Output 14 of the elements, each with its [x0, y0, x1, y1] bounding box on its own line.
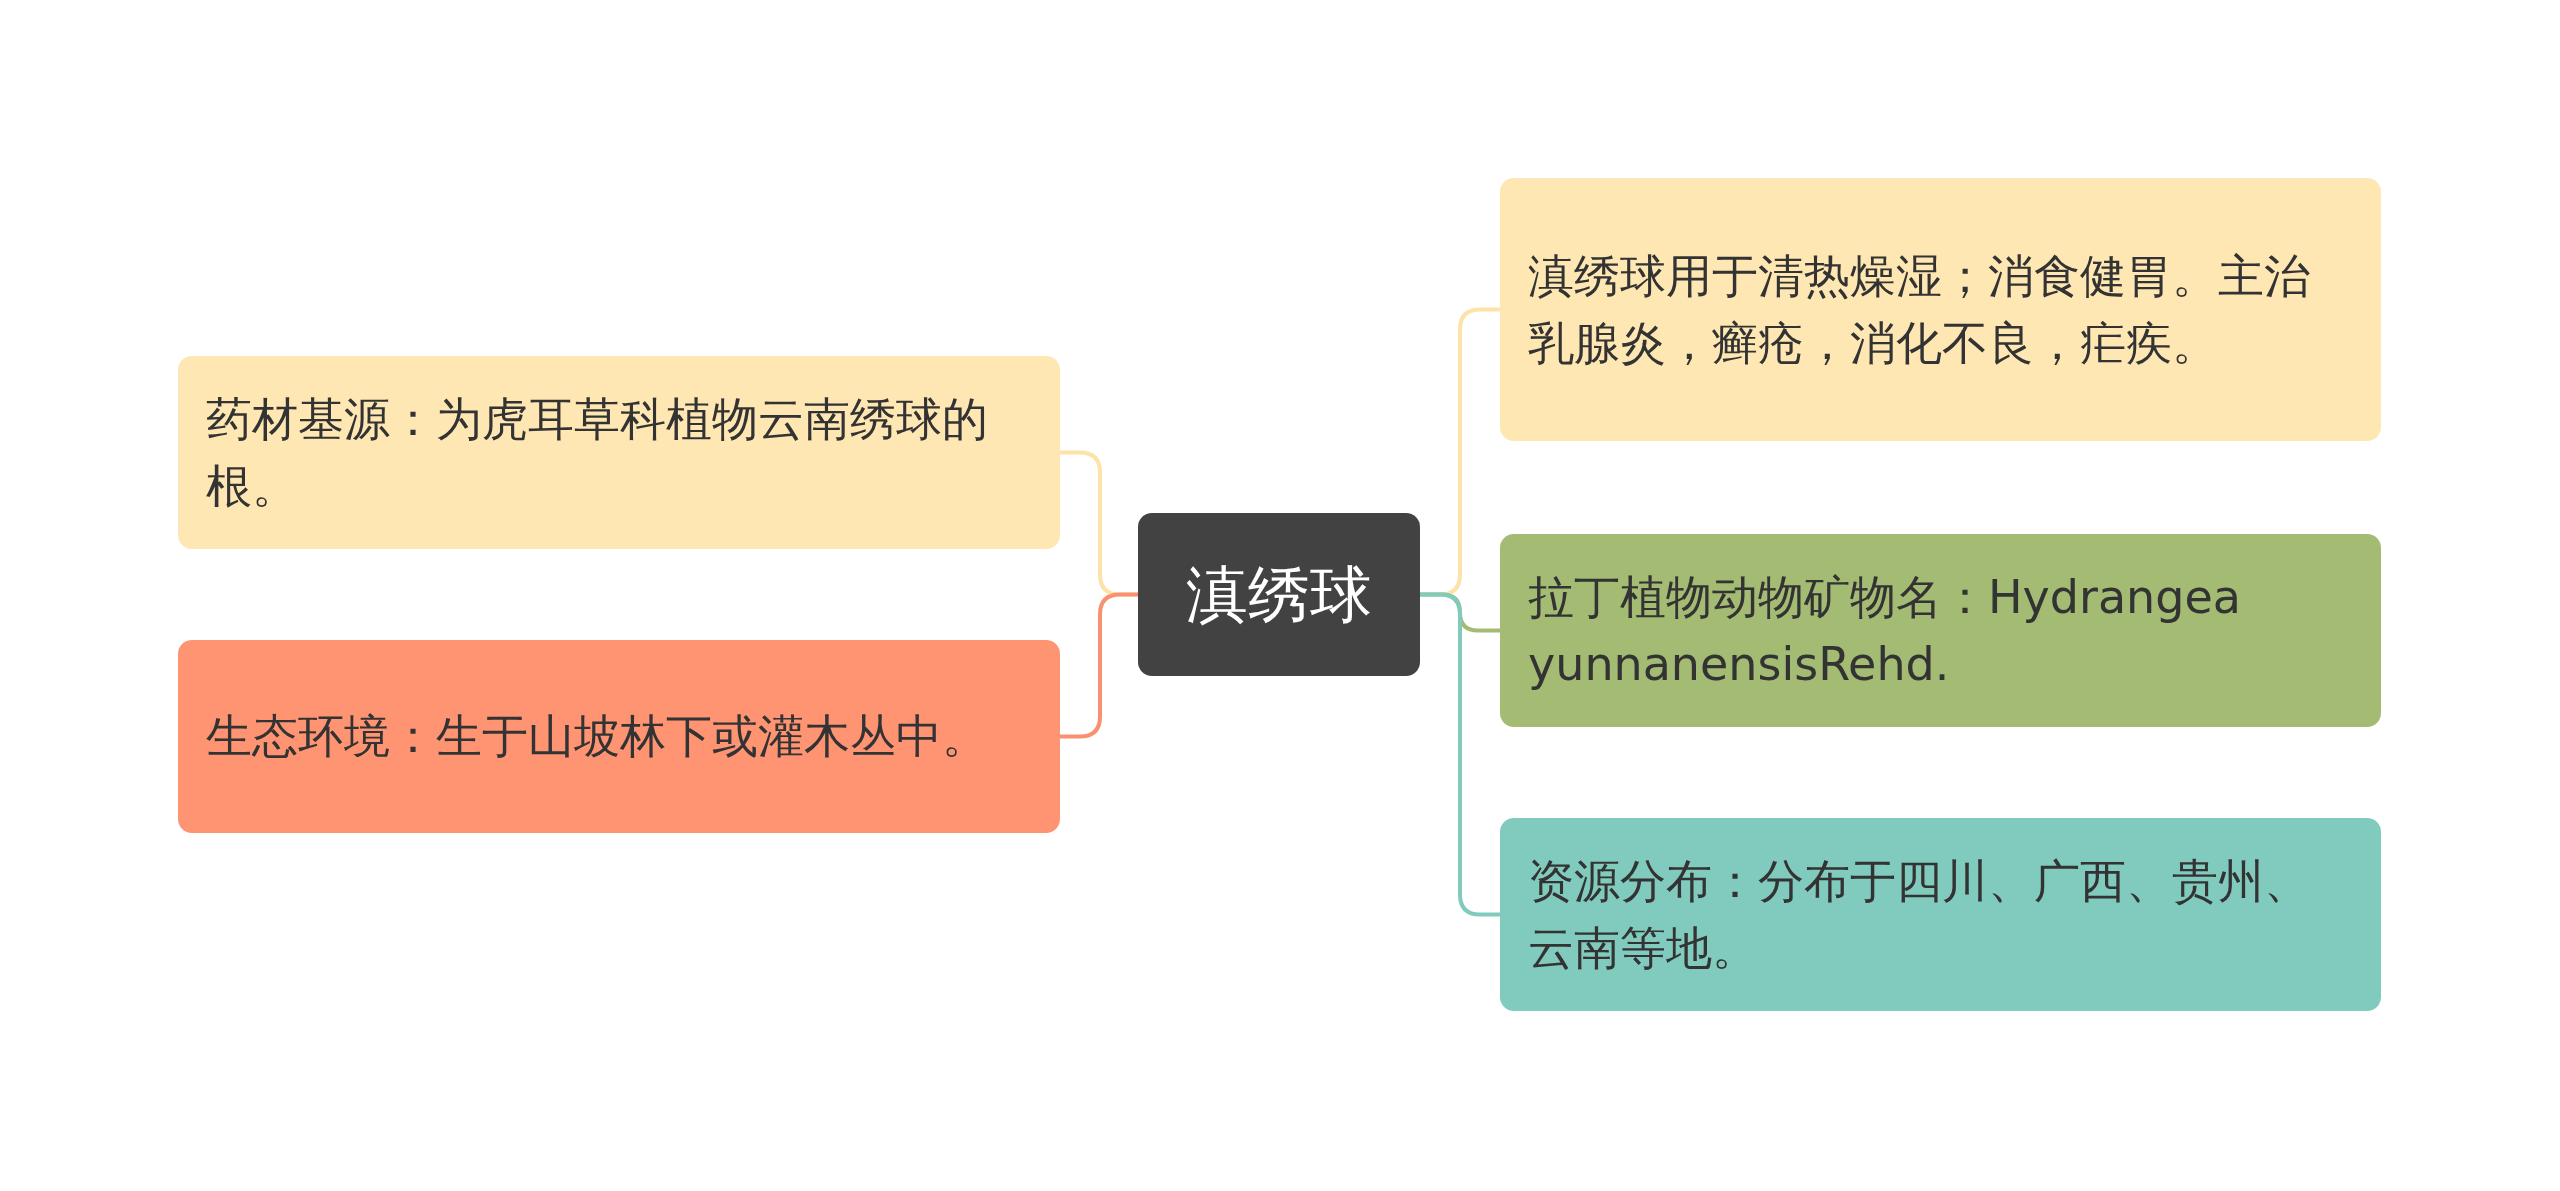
connector-line: [1420, 592, 1500, 917]
connector-line: [1060, 592, 1138, 739]
topic-text: 滇绣球用于清热燥湿；消食健胃。主治乳腺炎，癣疮，消化不良，疟疾。: [1528, 247, 2311, 372]
topic-box: [1500, 534, 2381, 727]
topic-box: [178, 640, 1060, 833]
topic-box: [178, 356, 1060, 549]
topic-text: 资源分布：分布于四川、广西、贵州、云南等地。: [1528, 852, 2311, 977]
topic-text: 拉丁植物动物矿物名：Hydrangea yunnanensisRehd.: [1528, 568, 2242, 693]
topic-box: [1500, 178, 2381, 441]
topic-text: 滇绣球: [1186, 556, 1372, 633]
topic-text: 药材基源：为虎耳草科植物云南绣球的根。: [206, 390, 989, 515]
topic-text: 生态环境：生于山坡林下或灌木丛中。: [206, 708, 988, 766]
topic-box: [1500, 818, 2381, 1011]
central-topic: [1138, 513, 1420, 676]
